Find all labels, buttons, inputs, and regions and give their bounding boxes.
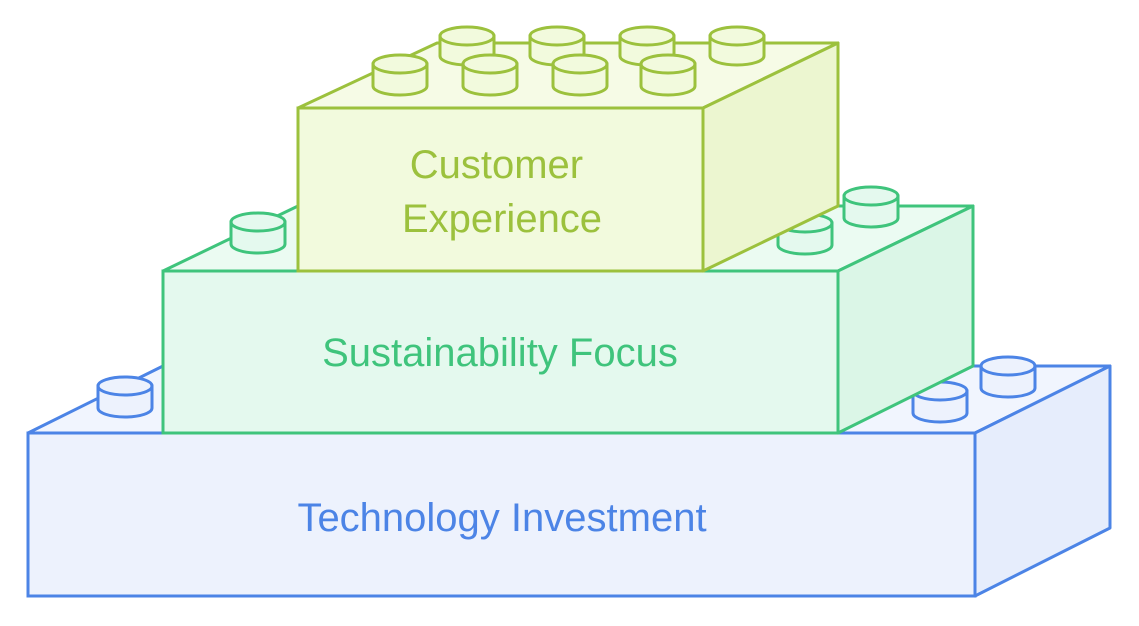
stud [96, 375, 154, 419]
stud-top [528, 25, 586, 47]
stud-top [461, 53, 519, 75]
stud-group [96, 355, 1037, 424]
label-technology-investment: Technology Investment [297, 496, 706, 540]
stud [229, 211, 287, 255]
stud-group [229, 185, 900, 256]
brick-front-face [26, 431, 977, 598]
stud-top [438, 25, 496, 47]
label-line: Experience [402, 197, 602, 241]
stud-top [371, 53, 429, 75]
stud-top [639, 53, 697, 75]
stud-top [618, 25, 676, 47]
stud [551, 53, 609, 97]
label-customer-experience: Customer Experience [402, 143, 602, 241]
brick-customer-experience: Customer Experience [296, 25, 840, 273]
brick-front-face [296, 106, 705, 273]
stud [639, 53, 697, 97]
stud-top [708, 25, 766, 47]
stud-top [979, 355, 1037, 377]
stud-top [96, 375, 154, 397]
stud [461, 53, 519, 97]
stud [979, 355, 1037, 399]
stud-top [229, 211, 287, 233]
stud-top [551, 53, 609, 75]
label-sustainability-focus: Sustainability Focus [322, 331, 678, 375]
stud [842, 185, 900, 229]
stud [371, 53, 429, 97]
stud-group [371, 25, 766, 97]
label-line: Customer [410, 143, 583, 187]
stud [708, 25, 766, 67]
stud-top [842, 185, 900, 207]
